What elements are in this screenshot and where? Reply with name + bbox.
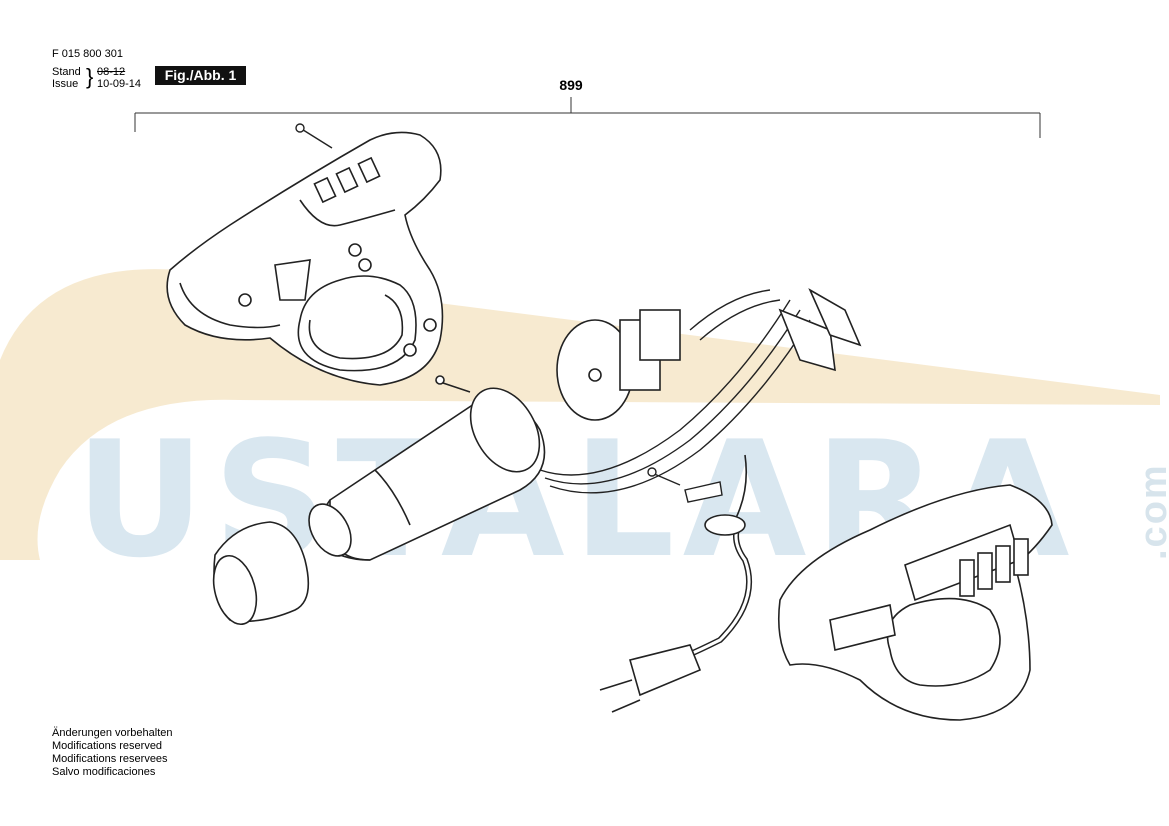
note-en: Modifications reserved (52, 740, 163, 752)
issue-label: Issue (52, 78, 79, 90)
housing-half-upper (166, 131, 444, 386)
note-es: Salvo modificaciones (52, 766, 156, 778)
switch (778, 288, 862, 372)
figure-label: Fig./Abb. 1 (155, 66, 246, 85)
assembly-part-number: 899 (559, 77, 583, 93)
fan-motor (556, 309, 681, 421)
brace-glyph: } (86, 64, 94, 89)
modification-notes: Änderungen vorbehalten Modifications res… (52, 727, 172, 779)
note-de: Änderungen vorbehalten (52, 727, 173, 739)
screw-top (295, 123, 333, 149)
cable-clamp (647, 467, 723, 503)
document-number: F 015 800 301 (52, 48, 123, 60)
power-cord (599, 454, 753, 713)
new-date: 10-09-14 (97, 78, 142, 90)
heating-tube (308, 375, 546, 561)
old-date: 08-12 (97, 66, 126, 78)
wiring-harness (539, 289, 811, 494)
housing-half-lower (777, 484, 1053, 721)
stand-label: Stand (52, 66, 81, 78)
assembly-bracket (134, 97, 1041, 138)
note-fr: Modifications reservees (52, 753, 168, 765)
watermark-suffix: .com (1133, 463, 1169, 560)
nozzle-cap (212, 521, 310, 626)
